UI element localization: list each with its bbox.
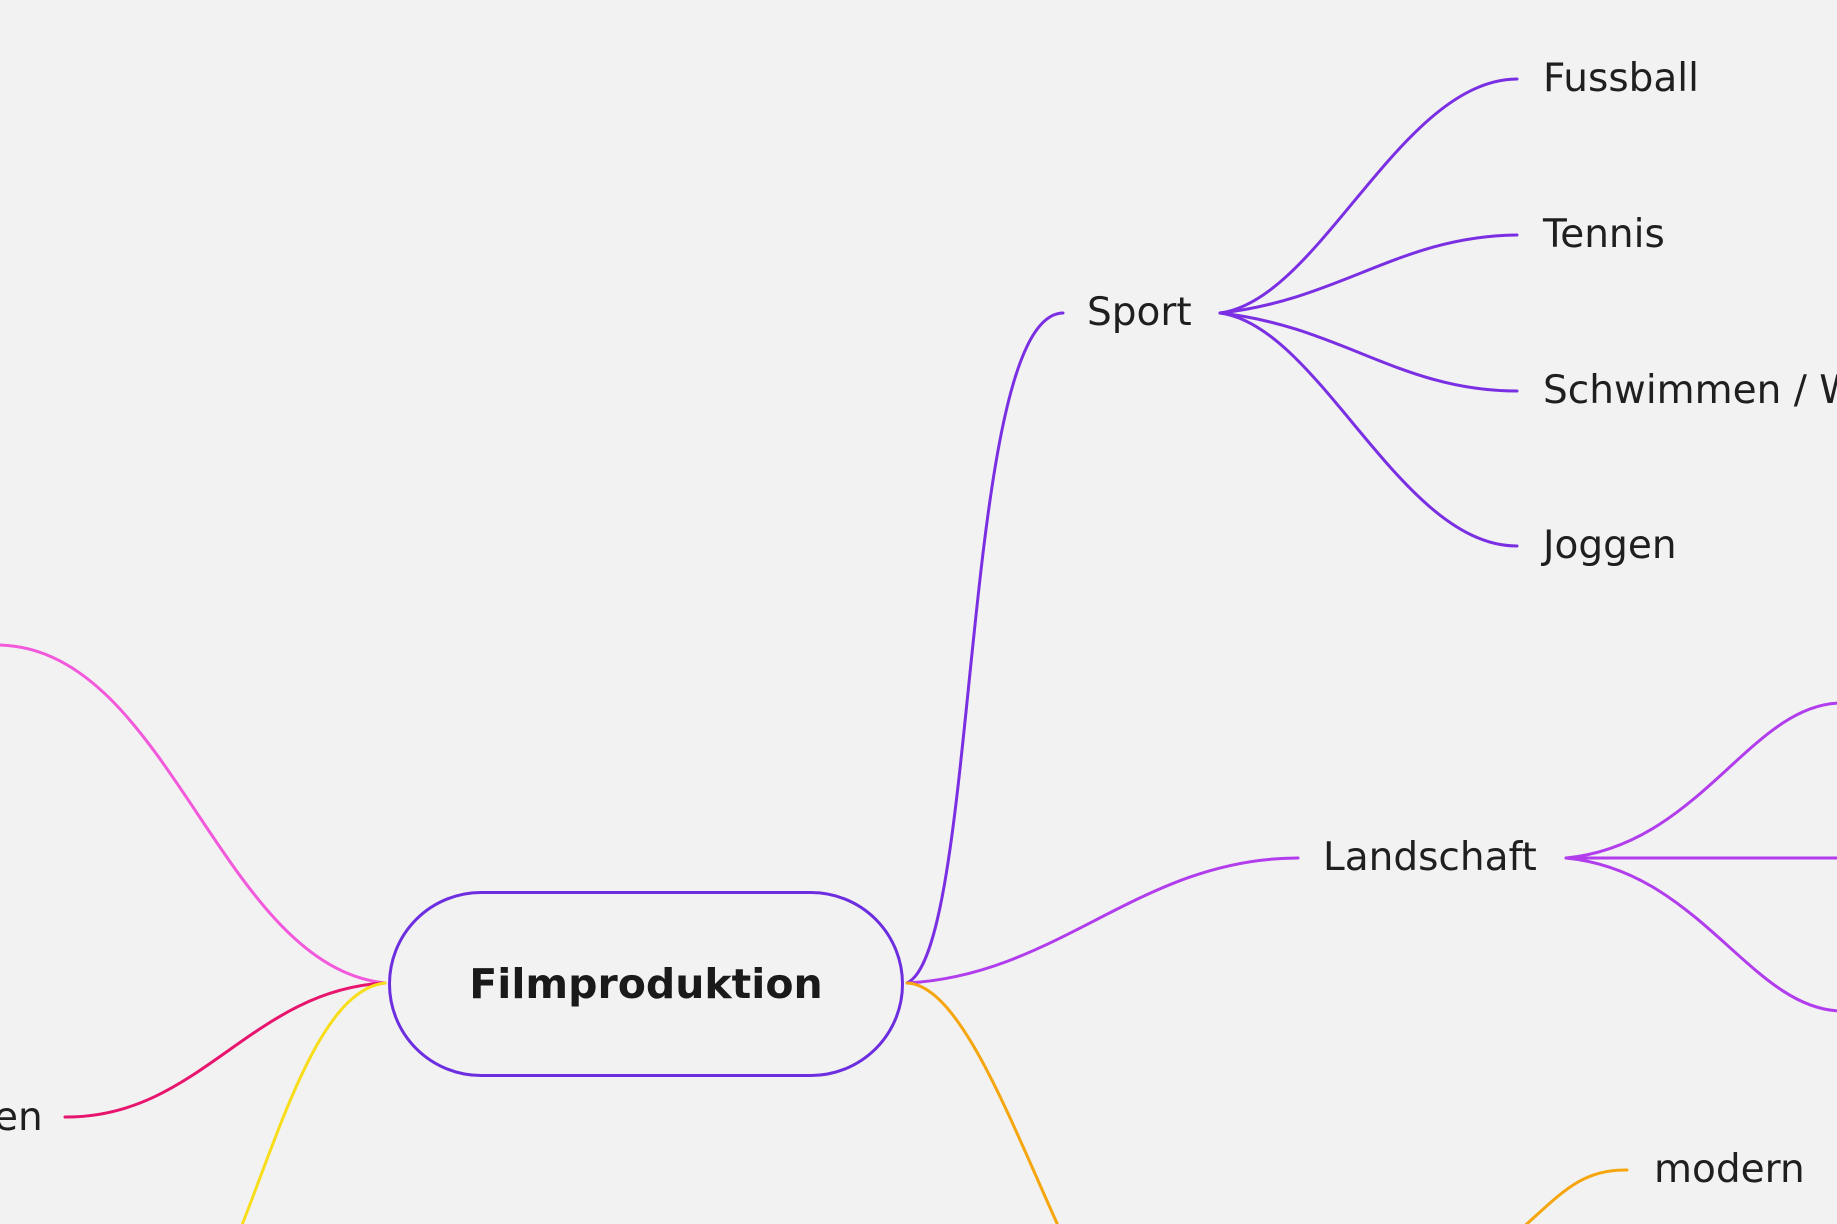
edge-sport-tennis — [1218, 233, 1519, 315]
edge-orange-modern — [1524, 1168, 1629, 1224]
edge-sport-joggen — [1218, 311, 1519, 548]
node-fussball[interactable]: Fussball — [1543, 56, 1699, 101]
edge-landschaft-child-1 — [1564, 701, 1837, 860]
node-landschaft[interactable]: Landschaft — [1323, 835, 1537, 880]
node-joggen[interactable]: Joggen — [1543, 523, 1677, 568]
edge-root-landschaft — [905, 856, 1300, 985]
edge-root-sport — [905, 311, 1065, 985]
root-node-label: Filmproduktion — [469, 960, 823, 1008]
edge-root-yellow — [240, 981, 387, 1224]
edge-root-pink — [0, 643, 387, 985]
edge-root-orange — [905, 981, 1059, 1224]
edge-root-magenta — [63, 981, 387, 1119]
node-schwimmen[interactable]: Schwimmen / W — [1543, 368, 1837, 413]
node-sport[interactable]: Sport — [1087, 290, 1192, 335]
node-modern[interactable]: modern — [1654, 1147, 1805, 1192]
edge-sport-fussball — [1218, 77, 1519, 315]
node-left-fragment[interactable]: en — [0, 1095, 43, 1140]
edge-landschaft-child-3 — [1564, 856, 1837, 1013]
edge-sport-schwimmen — [1218, 311, 1519, 393]
node-tennis[interactable]: Tennis — [1543, 212, 1665, 257]
root-node[interactable]: Filmproduktion — [388, 891, 904, 1077]
